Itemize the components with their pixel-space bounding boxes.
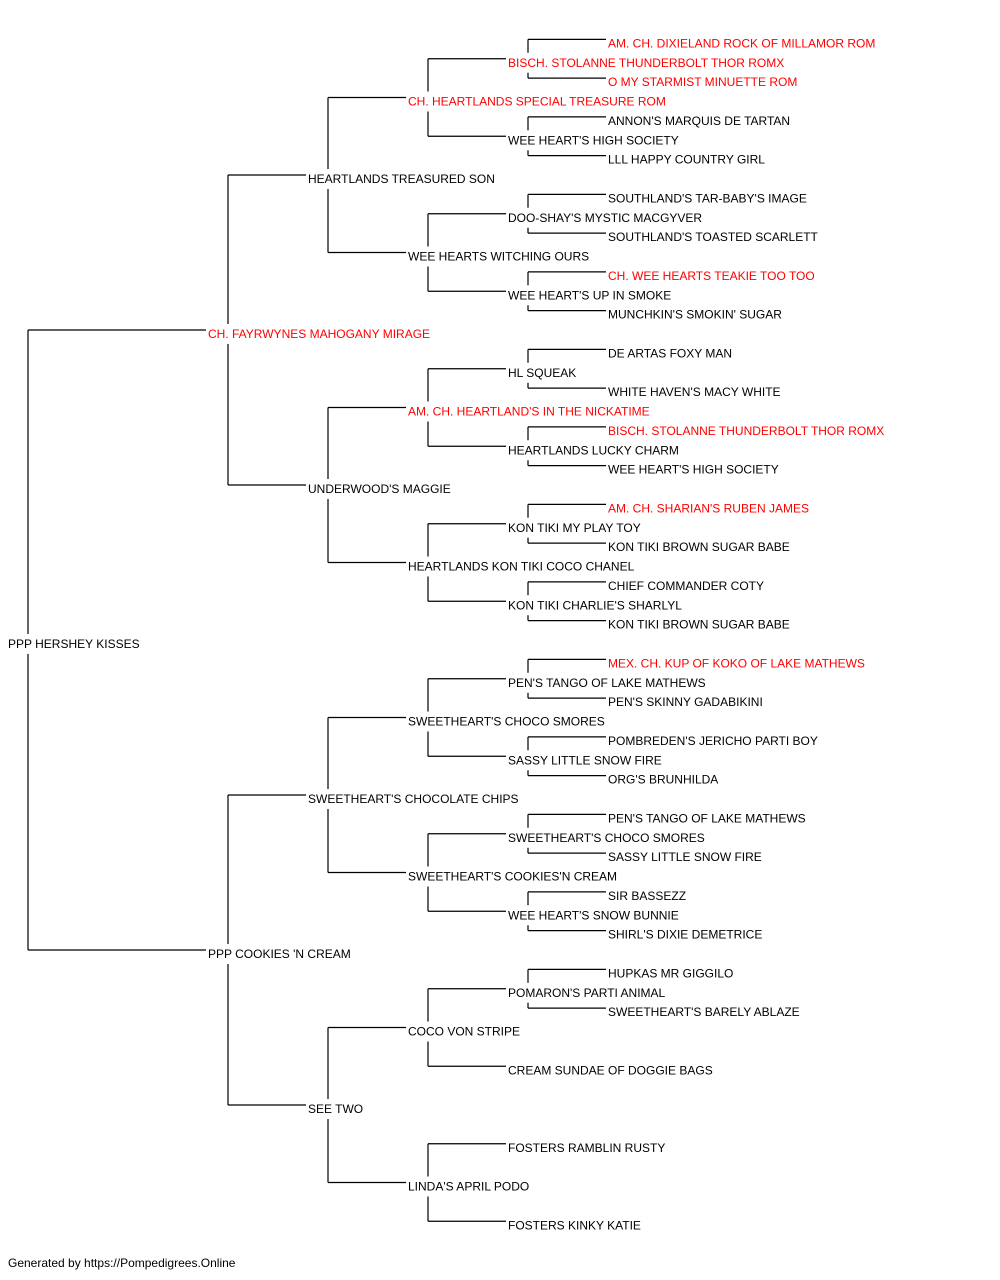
ancestor-name: WHITE HAVEN'S MACY WHITE	[608, 385, 781, 399]
ancestor-name: CH. WEE HEARTS TEAKIE TOO TOO	[608, 269, 815, 283]
ancestor-name: BISCH. STOLANNE THUNDERBOLT THOR ROMX	[508, 56, 784, 70]
ancestor-name: COCO VON STRIPE	[408, 1025, 520, 1039]
ancestor-name: DE ARTAS FOXY MAN	[608, 346, 732, 360]
ancestor-name: WEE HEARTS WITCHING OURS	[408, 250, 589, 264]
ancestor-name: O MY STARMIST MINUETTE ROM	[608, 75, 797, 89]
footer-credit: Generated by https://Pompedigrees.Online	[8, 1256, 236, 1270]
ancestor-name: DOO-SHAY'S MYSTIC MACGYVER	[508, 211, 702, 225]
ancestor-name: WEE HEART'S HIGH SOCIETY	[608, 463, 779, 477]
ancestor-name: POMBREDEN'S JERICHO PARTI BOY	[608, 734, 818, 748]
ancestor-name: PEN'S TANGO OF LAKE MATHEWS	[508, 676, 706, 690]
ancestor-name: SHIRL'S DIXIE DEMETRICE	[608, 928, 762, 942]
ancestor-name: SASSY LITTLE SNOW FIRE	[508, 753, 662, 767]
ancestor-name: SIR BASSEZZ	[608, 889, 686, 903]
ancestor-name: KON TIKI BROWN SUGAR BABE	[608, 540, 790, 554]
ancestor-name: WEE HEART'S HIGH SOCIETY	[508, 133, 679, 147]
ancestor-name: MUNCHKIN'S SMOKIN' SUGAR	[608, 308, 782, 322]
subject-name: PPP HERSHEY KISSES	[8, 637, 140, 651]
ancestor-name: FOSTERS KINKY KATIE	[508, 1218, 641, 1232]
ancestor-name: SWEETHEART'S CHOCO SMORES	[408, 715, 605, 729]
ancestor-name: CH. HEARTLANDS SPECIAL TREASURE ROM	[408, 95, 666, 109]
ancestor-name: PEN'S TANGO OF LAKE MATHEWS	[608, 811, 806, 825]
ancestor-name: AM. CH. DIXIELAND ROCK OF MILLAMOR ROM	[608, 36, 875, 50]
ancestor-name: SASSY LITTLE SNOW FIRE	[608, 850, 762, 864]
ancestor-name: AM. CH. SHARIAN'S RUBEN JAMES	[608, 501, 809, 515]
ancestor-name: POMARON'S PARTI ANIMAL	[508, 986, 666, 1000]
ancestor-name: CHIEF COMMANDER COTY	[608, 579, 764, 593]
ancestor-name: SWEETHEART'S COOKIES'N CREAM	[408, 870, 617, 884]
ancestor-name: MEX. CH. KUP OF KOKO OF LAKE MATHEWS	[608, 656, 865, 670]
ancestor-name: BISCH. STOLANNE THUNDERBOLT THOR ROMX	[608, 424, 884, 438]
ancestor-name: HEARTLANDS LUCKY CHARM	[508, 443, 679, 457]
ancestor-name: HL SQUEAK	[508, 366, 576, 380]
ancestor-name: SEE TWO	[308, 1102, 363, 1116]
ancestor-name: ANNON'S MARQUIS DE TARTAN	[608, 114, 790, 128]
ancestor-name: LLL HAPPY COUNTRY GIRL	[608, 153, 765, 167]
ancestor-name: KON TIKI BROWN SUGAR BABE	[608, 618, 790, 632]
ancestor-name: WEE HEART'S UP IN SMOKE	[508, 288, 671, 302]
ancestor-name: HEARTLANDS KON TIKI COCO CHANEL	[408, 560, 635, 574]
ancestor-name: UNDERWOOD'S MAGGIE	[308, 482, 451, 496]
ancestor-name: HUPKAS MR GIGGILO	[608, 966, 733, 980]
ancestor-name: KON TIKI CHARLIE'S SHARLYL	[508, 598, 682, 612]
ancestor-name: LINDA'S APRIL PODO	[408, 1180, 529, 1194]
ancestor-name: KON TIKI MY PLAY TOY	[508, 521, 641, 535]
ancestor-name: SWEETHEART'S CHOCOLATE CHIPS	[308, 792, 519, 806]
ancestor-name: SWEETHEART'S CHOCO SMORES	[508, 831, 705, 845]
ancestor-name: AM. CH. HEARTLAND'S IN THE NICKATIME	[408, 405, 650, 419]
ancestor-name: PPP COOKIES 'N CREAM	[208, 947, 351, 961]
ancestor-name: FOSTERS RAMBLIN RUSTY	[508, 1141, 665, 1155]
ancestor-name: CH. FAYRWYNES MAHOGANY MIRAGE	[208, 327, 430, 341]
ancestor-name: SOUTHLAND'S TAR-BABY'S IMAGE	[608, 191, 807, 205]
ancestor-name: ORG'S BRUNHILDA	[608, 773, 718, 787]
ancestor-name: PEN'S SKINNY GADABIKINI	[608, 695, 763, 709]
ancestor-name: SWEETHEART'S BARELY ABLAZE	[608, 1005, 800, 1019]
ancestor-name: WEE HEART'S SNOW BUNNIE	[508, 908, 679, 922]
ancestor-name: SOUTHLAND'S TOASTED SCARLETT	[608, 230, 819, 244]
ancestor-name: HEARTLANDS TREASURED SON	[308, 172, 495, 186]
ancestor-name: CREAM SUNDAE OF DOGGIE BAGS	[508, 1063, 713, 1077]
